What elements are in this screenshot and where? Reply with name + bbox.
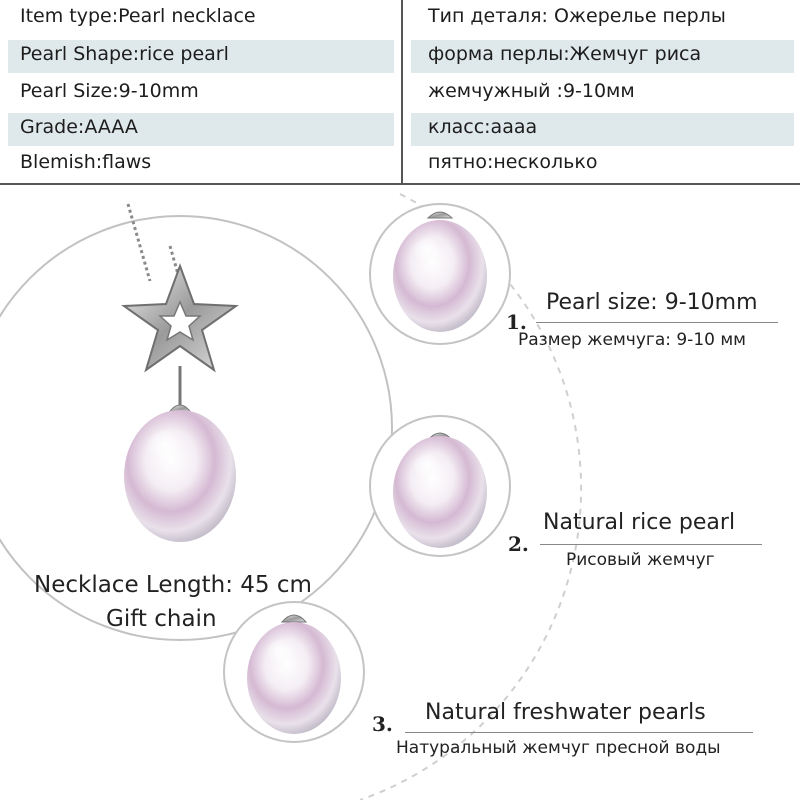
feature-2-underline bbox=[540, 544, 762, 545]
gift-chain-label: Gift chain bbox=[106, 606, 217, 632]
necklace-length-label: Necklace Length: 45 cm bbox=[34, 572, 312, 598]
feature-3-subtitle: Натуральный жемчуг пресной воды bbox=[396, 738, 721, 758]
spec-item-type-ru: Тип деталя: Ожерелье перлы bbox=[428, 5, 726, 27]
product-feature-area: Necklace Length: 45 cm Gift chain 1. Pea… bbox=[0, 186, 800, 800]
decorative-dashed-arc bbox=[359, 193, 583, 800]
table-column-divider bbox=[401, 0, 403, 184]
product-illustration bbox=[0, 193, 583, 800]
spec-pearl-size-ru: жемчужный :9-10мм bbox=[428, 80, 635, 102]
feature-1-underline bbox=[536, 322, 778, 323]
feature-1-title: Pearl size: 9-10mm bbox=[546, 290, 758, 315]
spec-blemish-ru: пятно:несколько bbox=[428, 151, 598, 173]
feature-1-number: 1. bbox=[506, 310, 527, 334]
feature-circle-1 bbox=[369, 203, 511, 345]
spec-row-pearl-shape: Pearl Shape:rice pearl форма перлы:Жемчу… bbox=[0, 40, 800, 77]
feature-1-subtitle: Размер жемчуга: 9-10 мм bbox=[518, 330, 747, 350]
spec-grade-ru: класс:аааа bbox=[428, 116, 538, 138]
spec-row-grade: Grade:AAAA класс:аааа bbox=[0, 113, 800, 150]
spec-row-item-type: Item type:Pearl necklace Тип деталя: Оже… bbox=[0, 2, 800, 39]
feature-circle-3 bbox=[223, 601, 365, 743]
feature-3-underline bbox=[405, 732, 753, 733]
feature-3-number: 3. bbox=[372, 712, 393, 736]
spec-blemish-en: Blemish:flaws bbox=[20, 151, 152, 173]
spec-pearl-size-en: Pearl Size:9-10mm bbox=[20, 80, 199, 102]
spec-row-pearl-size: Pearl Size:9-10mm жемчужный :9-10мм bbox=[0, 77, 800, 114]
feature-2-title: Natural rice pearl bbox=[543, 510, 736, 535]
spec-row-blemish: Blemish:flaws пятно:несколько bbox=[0, 148, 800, 185]
spec-grade-en: Grade:AAAA bbox=[20, 116, 138, 138]
spec-item-type-en: Item type:Pearl necklace bbox=[20, 5, 256, 27]
star-pendant bbox=[121, 263, 239, 373]
spec-pearl-shape-en: Pearl Shape:rice pearl bbox=[20, 43, 229, 65]
feature-3-title: Natural freshwater pearls bbox=[425, 700, 706, 725]
spec-pearl-shape-ru: форма перлы:Жемчуг риса bbox=[428, 43, 702, 65]
feature-2-subtitle: Рисовый жемчуг bbox=[566, 550, 715, 570]
spec-table: Item type:Pearl necklace Тип деталя: Оже… bbox=[0, 0, 800, 185]
feature-circle-2 bbox=[369, 415, 511, 557]
feature-2-number: 2. bbox=[508, 532, 529, 556]
table-bottom-border bbox=[0, 183, 800, 185]
